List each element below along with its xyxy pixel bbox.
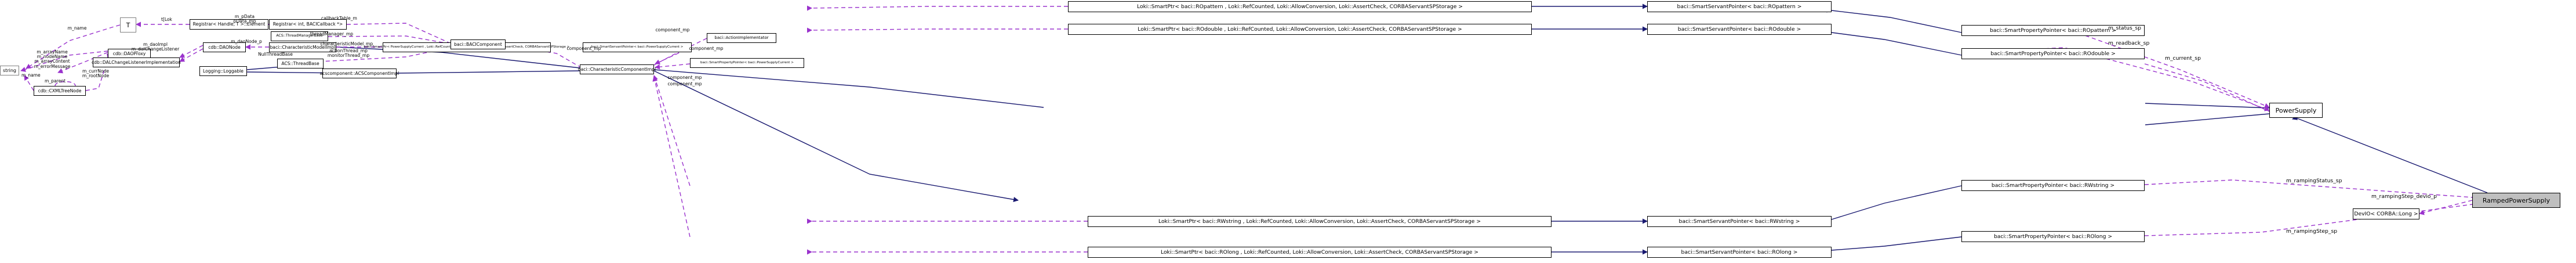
edge-label-lbl_rampingstep_d: m_rampingStep_devio_p [2371,193,2437,200]
class-node-loki_rolong[interactable]: Loki::SmartPtr< baci::ROlong , Loki::Ref… [1088,247,1552,258]
class-node-loki_ropattern[interactable]: Loki::SmartPtr< baci::ROpattern , Loki::… [1068,1,1532,12]
edge-label-lbl_current_sp: m_current_sp [2165,55,2201,62]
class-node-spp_powersupply[interactable]: baci::SmartPropertyPointer< baci::PowerS… [690,58,804,68]
edge-label-lbl_marraynames: m_arrayName m_nodeName m_arrayContent m_… [34,49,71,69]
class-node-registrar_int_cb[interactable]: Registrar< int, BACICallback *> [269,19,347,30]
edge-label-lbl_mdaonode: m_daoNode_p [231,39,262,44]
edge-label-lbl_status_sp: m_status_sp [2108,25,2141,31]
class-node-acs_threadmgr[interactable]: ACS::ThreadManagerBase [271,31,328,41]
class-node-ssp_rodouble[interactable]: baci::SmartServantPointer< baci::ROdoubl… [1647,24,1832,35]
edge-label-lbl_component_5: component_mp [667,81,702,87]
class-node-acs_component_impl[interactable]: acscomponent::ACSComponentImpl [320,69,399,78]
edge-label-lbl_nullthread: NullThreadBase [258,52,293,57]
class-node-loki_rodouble[interactable]: Loki::SmartPtr< baci::ROdouble , Loki::R… [1068,24,1532,35]
class-node-spp_rwstring[interactable]: baci::SmartPropertyPointer< baci::RWstri… [1961,180,2145,191]
class-node-spp_ropattern[interactable]: baci::SmartPropertyPointer< baci::ROpatt… [1961,25,2145,36]
class-node-char_component_impl[interactable]: baci::CharacteristicComponentImpl [578,64,656,74]
class-node-acs_threadbase[interactable]: ACS::ThreadBase [277,59,324,69]
edge-label-lbl_mcurrnode: m_currNode m_rootNode [82,69,110,79]
class-node-cxml_tree_node[interactable]: cdb::CXMLTreeNode [34,86,86,96]
edge-label-lbl_component_1: component_mp [566,46,601,51]
edge-label-lbl_mdaoimpl: m_daoImpl m_dalChangeListener [131,42,180,52]
edge-label-lbl_mname_left: m_name [21,73,41,78]
edge-label-lbl_mpdata: m_pData pData_mp [233,14,256,24]
class-node-char_model_impl[interactable]: baci::CharacteristicModelImpl [269,42,336,52]
class-node-spp_rodouble[interactable]: baci::SmartPropertyPointer< baci::ROdoub… [1961,48,2145,59]
edge-label-lbl_t_link: t[Lok [161,17,172,22]
edge-label-lbl_component_2: component_mp [655,27,690,33]
class-node-power_supply[interactable]: PowerSupply [2269,103,2323,118]
class-node-registrar_element[interactable]: Registrar< Handle, T >::Element [190,19,268,30]
edge-label-lbl_component_4: component_mp [667,75,702,80]
edge-label-lbl_callbacktable: callbackTable_m [321,16,357,21]
class-node-acs_acti[interactable]: baci::ActionImplementator [707,33,776,43]
class-node-logging_loggable[interactable]: Logging::Loggable [199,66,247,76]
class-node-baci_component[interactable]: baci::BACIComponent [450,39,506,49]
class-node-ssp_rolong[interactable]: baci::SmartServantPointer< baci::ROlong … [1647,247,1832,258]
edge-label-lbl_actionthread: actionThread_mp monitorThread_mp [327,48,370,59]
edge-label-lbl_rampingstep_s: m_rampingStep_sp [2286,228,2338,235]
edge-label-lbl_mparent: m_parent [44,78,66,84]
class-node-t_param[interactable]: T [120,17,136,33]
edge-label-lbl_rampingstatus: m_rampingStatus_sp [2286,178,2342,184]
class-node-ssp_ropattern[interactable]: baci::SmartServantPointer< baci::ROpatte… [1647,1,1832,12]
class-node-dal_change_listener[interactable]: cdb::DALChangeListenerImplementation [92,57,181,67]
class-node-devio_corba_long[interactable]: DevIO< CORBA::Long > [2353,208,2419,219]
class-node-ssp_rwstring[interactable]: baci::SmartServantPointer< baci::RWstrin… [1647,216,1832,227]
class-node-string_node[interactable]: string [0,66,19,75]
edge-label-lbl_readback_sp: m_readback_sp [2108,40,2150,46]
edge-label-lbl_mname_top: m_name [67,26,87,31]
class-node-loki_rwstring[interactable]: Loki::SmartPtr< baci::RWstring , Loki::R… [1088,216,1552,227]
class-node-dao_node[interactable]: cdb::DAONode [203,42,246,52]
edge-label-lbl_charmodel: characteristicModel_mp [320,41,373,46]
class-node-spp_rolong[interactable]: baci::SmartPropertyPointer< baci::ROlong… [1961,231,2145,242]
edge-label-lbl_component_3: component_mp [689,46,724,51]
edge-label-lbl_threadmgr: threadManager_mp [310,31,354,37]
class-node-ssp_powersupply[interactable]: baci::SmartServantPointer< baci::PowerSu… [583,42,692,52]
class-node-ramped_power_supply[interactable]: RampedPowerSupply [2472,193,2560,208]
